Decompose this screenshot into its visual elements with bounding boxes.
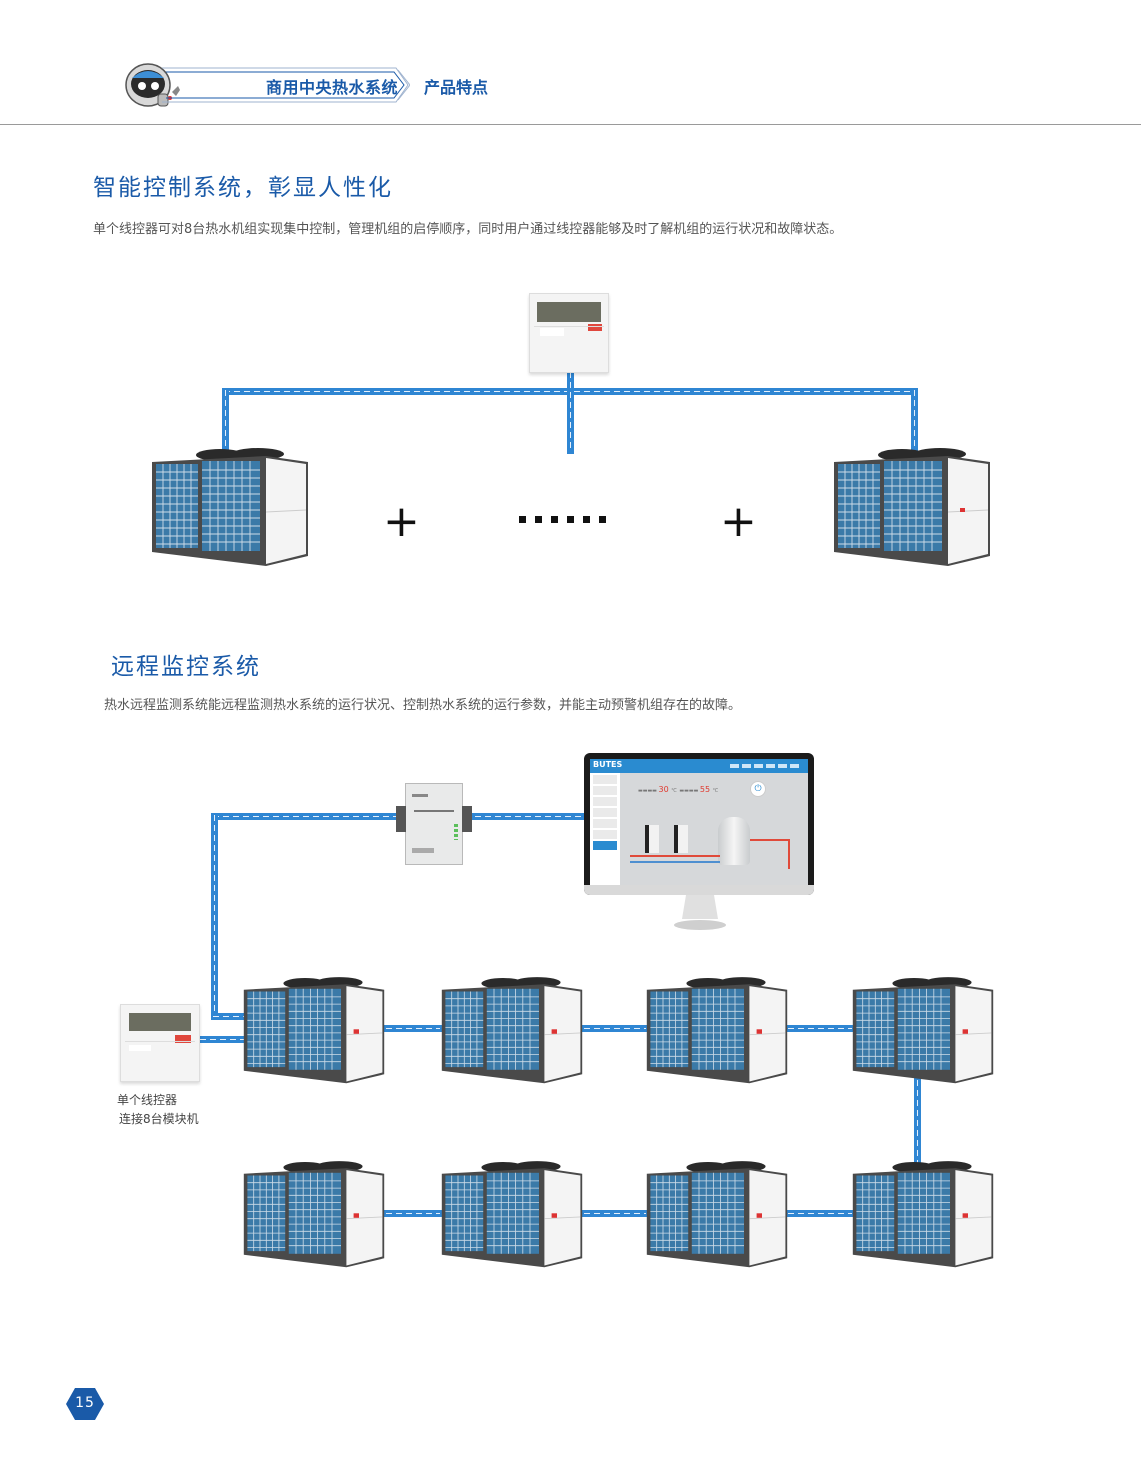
- control-link-center: [567, 370, 574, 454]
- heat-pump-unit: [440, 1160, 584, 1272]
- unit-link: [384, 1210, 442, 1217]
- ellipsis-dots: [519, 516, 606, 523]
- heat-pump-unit: [832, 448, 992, 570]
- plus-symbol: +: [720, 496, 757, 547]
- network-line-to-unit: [211, 1013, 247, 1020]
- brand-logo: BUTES: [593, 760, 623, 769]
- header-divider: [0, 124, 1141, 125]
- heat-pump-unit: [242, 1160, 386, 1272]
- network-line-right: [463, 813, 587, 820]
- page-number-badge: 15: [66, 1388, 104, 1420]
- control-link-left: [222, 388, 229, 456]
- unit-link-vertical: [914, 1078, 921, 1170]
- wired-controller: [529, 293, 609, 373]
- section1-heading: 智能控制系统，彰显人性化: [93, 175, 393, 201]
- monitor-stand: [672, 895, 728, 931]
- monitoring-screen: BUTES ▬▬▬▬ 30 ℃ ▬▬▬▬ 55 ℃ ⏻: [590, 759, 808, 885]
- page-number: 15: [75, 1395, 95, 1411]
- header-banner: [160, 64, 410, 106]
- controller-link: [198, 1036, 246, 1043]
- controller-caption-line2: 连接8台模块机: [119, 1112, 199, 1126]
- astronaut-mascot-icon: [118, 58, 188, 112]
- heat-pump-unit: [150, 448, 310, 570]
- inlet-temp: 30: [658, 785, 669, 794]
- unit-link: [786, 1025, 854, 1032]
- heat-pump-unit: [645, 1160, 789, 1272]
- wired-controller: [120, 1004, 200, 1082]
- water-tank-icon: [718, 817, 750, 865]
- unit-link: [582, 1210, 648, 1217]
- heat-pump-unit: [851, 976, 995, 1088]
- heat-pump-unit: [851, 1160, 995, 1272]
- section1-description: 单个线控器可对8台热水机组实现集中控制，管理机组的启停顺序，同时用户通过线控器能…: [93, 222, 843, 237]
- section-title: 产品特点: [424, 78, 489, 97]
- network-gateway: [396, 783, 472, 865]
- heat-pump-unit: [645, 976, 789, 1088]
- power-button-icon[interactable]: ⏻: [750, 781, 766, 797]
- heat-pump-unit: [440, 976, 584, 1088]
- monitoring-computer: BUTES ▬▬▬▬ 30 ℃ ▬▬▬▬ 55 ℃ ⏻: [584, 753, 814, 895]
- unit-link: [786, 1210, 854, 1217]
- control-link-right: [911, 388, 918, 452]
- network-line-left: [211, 813, 405, 820]
- unit-link: [582, 1025, 648, 1032]
- unit-link: [384, 1025, 442, 1032]
- controller-caption-line1: 单个线控器: [117, 1093, 178, 1107]
- section2-heading: 远程监控系统: [111, 654, 261, 680]
- series-title: 商用中央热水系统: [266, 78, 399, 97]
- plus-symbol: +: [383, 496, 420, 547]
- section2-description: 热水远程监测系统能远程监测热水系统的运行状况、控制热水系统的运行参数，并能主动预…: [104, 698, 742, 713]
- network-line-vertical: [211, 813, 218, 1019]
- outlet-temp: 55: [699, 785, 711, 794]
- heat-pump-unit: [242, 976, 386, 1088]
